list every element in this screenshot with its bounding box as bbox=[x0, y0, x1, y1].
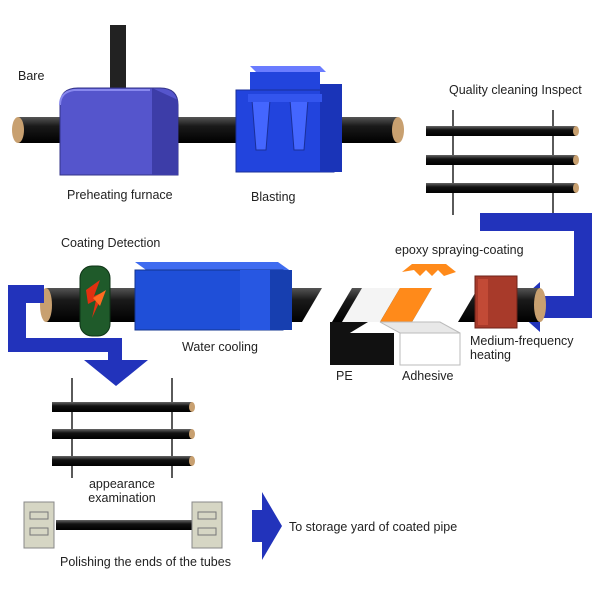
pipe-end-left bbox=[12, 117, 24, 143]
pe-box bbox=[330, 333, 394, 365]
label-coating-detection: Coating Detection bbox=[61, 236, 161, 250]
appearance-rack bbox=[52, 378, 195, 478]
label-polishing: Polishing the ends of the tubes bbox=[60, 555, 231, 569]
exam-pipe-2 bbox=[52, 429, 192, 439]
bare-stripe bbox=[412, 288, 478, 322]
label-bare: Bare bbox=[18, 69, 45, 83]
pipe-end-right bbox=[392, 117, 404, 143]
bare-pipe-row bbox=[12, 25, 404, 176]
flow-arrow-right-down bbox=[480, 213, 592, 318]
exam-pipe-3 bbox=[52, 456, 192, 466]
adhesive-stripe bbox=[342, 288, 400, 322]
flow-arrow-left-down bbox=[8, 285, 122, 362]
label-medium-frequency: Medium-frequency bbox=[470, 334, 574, 348]
adhesive-feed bbox=[379, 321, 461, 334]
storage-arrow bbox=[252, 492, 282, 560]
label-examination: examination bbox=[88, 491, 156, 505]
inspect-pipe-2 bbox=[426, 155, 576, 165]
label-blasting: Blasting bbox=[251, 190, 296, 204]
label-appearance: appearance bbox=[88, 477, 156, 491]
label-water-cooling: Water cooling bbox=[182, 340, 258, 354]
label-heating: heating bbox=[470, 348, 512, 362]
preheating-furnace bbox=[59, 87, 179, 176]
exam-pipe-1 bbox=[52, 402, 192, 412]
adhesive-box bbox=[399, 332, 461, 366]
label-adhesive: Adhesive bbox=[402, 369, 454, 383]
label-preheating-furnace: Preheating furnace bbox=[67, 188, 173, 202]
epoxy-stripe bbox=[380, 288, 432, 322]
label-quality-cleaning: Quality cleaning Inspect bbox=[449, 83, 582, 97]
grinder-right bbox=[191, 501, 223, 549]
grinder-left bbox=[23, 501, 55, 549]
inspection-rack bbox=[426, 110, 579, 215]
pe-coating-stripe bbox=[302, 288, 352, 322]
epoxy-spray-nozzle bbox=[402, 264, 456, 276]
coating-line bbox=[40, 262, 546, 366]
coating-detector bbox=[79, 265, 111, 337]
inspect-pipe-3 bbox=[426, 183, 576, 193]
polishing-station bbox=[23, 501, 223, 549]
water-cooling-tank bbox=[134, 262, 292, 331]
blasting-machine bbox=[235, 66, 342, 173]
furnace-chimney bbox=[110, 25, 126, 107]
flow-arrow-left-head bbox=[84, 360, 148, 386]
label-epoxy-spraying: epoxy spraying-coating bbox=[395, 243, 524, 257]
label-storage: To storage yard of coated pipe bbox=[289, 520, 458, 534]
inspect-pipe-1 bbox=[426, 126, 576, 136]
polished-pipe bbox=[56, 520, 192, 530]
label-pe: PE bbox=[336, 369, 353, 383]
